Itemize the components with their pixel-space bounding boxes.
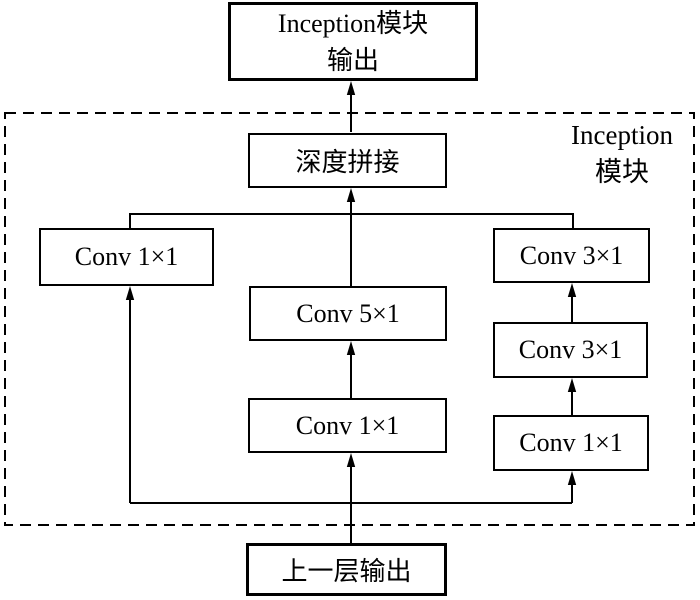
node-label: 上一层输出 <box>281 557 412 586</box>
arrow-up-icon <box>346 453 356 467</box>
module-boundary-dashed-border <box>4 112 695 526</box>
arrow-up-icon <box>567 283 577 297</box>
arrow-up-icon <box>346 341 356 355</box>
edge-conv5-to-concat <box>346 188 356 286</box>
node-label: 深度拼接 <box>295 148 400 177</box>
node-label-line2: 输出 <box>326 45 379 75</box>
arrow-up-icon <box>567 378 577 392</box>
edge-concat-to-output <box>346 81 356 132</box>
module-caption-line1: Inception <box>571 120 673 150</box>
node-label: Conv 1×1 <box>295 410 400 440</box>
node-conv1x1-middle: Conv 1×1 <box>248 398 447 453</box>
edge-split-to-left-conv1 <box>125 286 135 503</box>
node-conv1x1-left: Conv 1×1 <box>39 228 214 286</box>
node-label: Conv 3×1 <box>518 335 623 364</box>
node-depth-concat: 深度拼接 <box>248 133 447 188</box>
node-label: Conv 5×1 <box>296 298 400 328</box>
node-conv5x1-middle: Conv 5×1 <box>249 286 447 341</box>
arrow-up-icon <box>567 471 577 485</box>
edge-right-conv3mid-to-conv3top <box>567 283 577 322</box>
node-label: Conv 3×1 <box>519 240 624 270</box>
node-conv3x1-right-middle: Conv 3×1 <box>493 322 648 378</box>
arrow-up-icon <box>346 188 356 202</box>
edge-right-conv1-to-conv3mid <box>567 378 577 415</box>
node-label: Conv 1×1 <box>74 242 179 271</box>
node-conv3x1-right-top: Conv 3×1 <box>493 228 650 283</box>
node-label-line1: Inception模块 <box>277 8 429 38</box>
edge-input-to-mid-conv1 <box>346 453 356 543</box>
edge-mid-conv1-to-conv5 <box>346 341 356 398</box>
node-label: Conv 1×1 <box>519 428 623 457</box>
node-inception-output: Inception模块 输出 <box>228 2 478 81</box>
module-caption: Inception 模块 <box>556 117 688 191</box>
node-previous-layer-output: 上一层输出 <box>246 543 447 596</box>
arrow-up-icon <box>125 286 135 300</box>
arrow-up-icon <box>346 81 356 95</box>
node-conv1x1-right-bottom: Conv 1×1 <box>493 415 649 471</box>
module-caption-line2: 模块 <box>595 157 649 187</box>
edge-split-to-right-conv1 <box>567 471 577 503</box>
